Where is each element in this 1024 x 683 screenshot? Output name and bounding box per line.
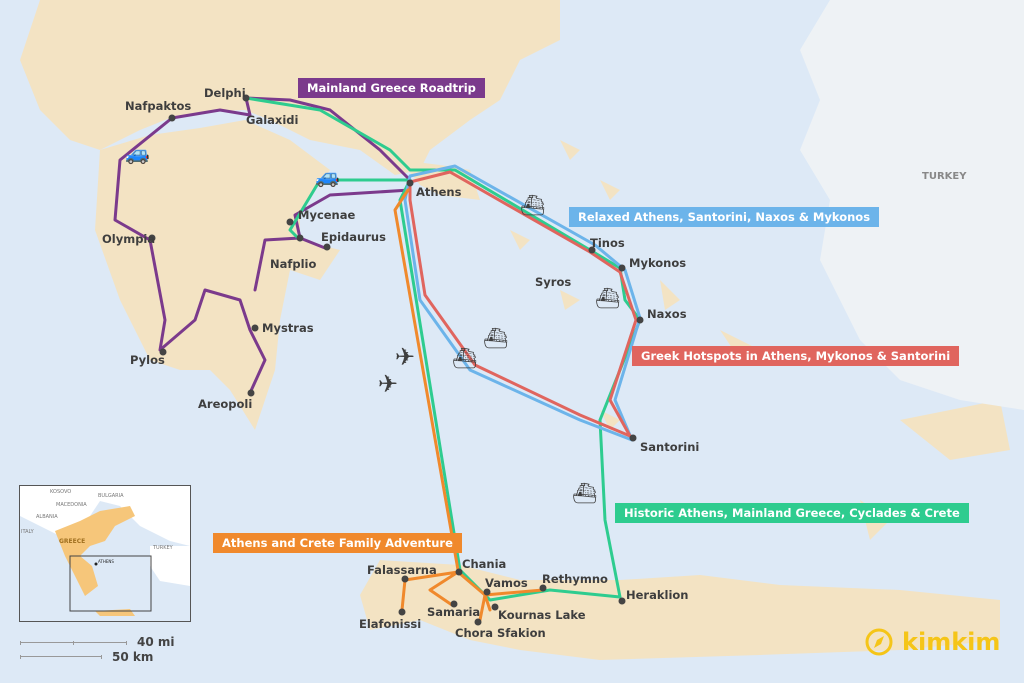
car-icon: 🚙 (315, 164, 340, 188)
place-athens: Athens (416, 185, 462, 199)
place-elafonissi: Elafonissi (359, 617, 421, 631)
place-naxos: Naxos (647, 307, 687, 321)
place-rethymno: Rethymno (542, 572, 608, 586)
inset-turkey: TURKEY (153, 545, 173, 551)
route-label-relaxed[interactable]: Relaxed Athens, Santorini, Naxos & Mykon… (569, 207, 880, 227)
brand-logo[interactable]: kimkim (864, 627, 1000, 657)
turkey-land (800, 0, 1024, 410)
inset-map: KOSOVO BULGARIA MACEDONIA ALBANIA ITALY … (19, 485, 191, 622)
plane-icon: ✈ (395, 343, 415, 371)
place-mykonos: Mykonos (629, 256, 686, 270)
place-mystras: Mystras (262, 321, 314, 335)
place-chania: Chania (462, 557, 506, 571)
ferry-icon: ⛴ (520, 193, 545, 217)
inset-greece: GREECE (59, 538, 86, 545)
route-label-historic[interactable]: Historic Athens, Mainland Greece, Cyclad… (615, 503, 969, 523)
place-epidaurus: Epidaurus (321, 230, 386, 244)
place-pylos: Pylos (130, 353, 165, 367)
place-syros: Syros (535, 275, 571, 289)
inset-bulgaria: BULGARIA (98, 493, 124, 499)
ferry-icon: ⛴ (572, 481, 597, 505)
place-tinos: Tinos (590, 236, 625, 250)
route-label-family[interactable]: Athens and Crete Family Adventure (213, 533, 462, 553)
brand-name: kimkim (902, 628, 1001, 656)
place-santorini: Santorini (640, 440, 699, 454)
place-galaxidi: Galaxidi (246, 113, 298, 127)
route-mainland (113, 96, 412, 395)
scale-miles: 40 mi (137, 635, 175, 649)
transport-icons: 🚙 🚙 ✈ ✈ ⛴ ⛴ ⛴ ⛴ ⛴ (125, 141, 620, 505)
plane-icon: ✈ (378, 370, 398, 398)
place-vamos: Vamos (485, 576, 528, 590)
place-chora-sfakion: Chora Sfakion (455, 626, 546, 640)
inset-athens: ATHENS (98, 559, 114, 564)
place-heraklion: Heraklion (626, 588, 688, 602)
place-falassarna: Falassarna (367, 563, 437, 577)
places: Delphi Nafpaktos Galaxidi Athens Mycenae… (102, 86, 699, 640)
route-label-hotspots[interactable]: Greek Hotspots in Athens, Mykonos & Sant… (632, 346, 960, 366)
land (20, 0, 1010, 660)
place-kournas: Kournas Lake (498, 608, 586, 622)
place-nafpaktos: Nafpaktos (125, 99, 191, 113)
route-relaxed[interactable] (403, 164, 642, 442)
place-mycenae: Mycenae (298, 208, 356, 222)
turkey-label: TURKEY (922, 171, 967, 182)
compass-icon (865, 628, 893, 656)
ferry-icon: ⛴ (595, 286, 620, 310)
inset-albania: ALBANIA (36, 514, 58, 520)
car-icon: 🚙 (125, 141, 150, 165)
inset-kosovo: KOSOVO (50, 489, 72, 495)
ferry-icon: ⛴ (452, 346, 477, 370)
route-hotspots[interactable] (408, 170, 638, 438)
route-label-mainland[interactable]: Mainland Greece Roadtrip (298, 78, 485, 98)
place-areopoli: Areopoli (198, 397, 252, 411)
place-olympia: Olympia (102, 232, 155, 246)
ferry-icon: ⛴ (483, 326, 508, 350)
place-nafplio: Nafplio (270, 257, 317, 271)
place-delphi: Delphi (204, 86, 246, 100)
scale-km: 50 km (112, 650, 154, 664)
place-samaria: Samaria (427, 605, 480, 619)
inset-macedonia: MACEDONIA (56, 502, 87, 508)
inset-italy: ITALY (21, 529, 34, 535)
